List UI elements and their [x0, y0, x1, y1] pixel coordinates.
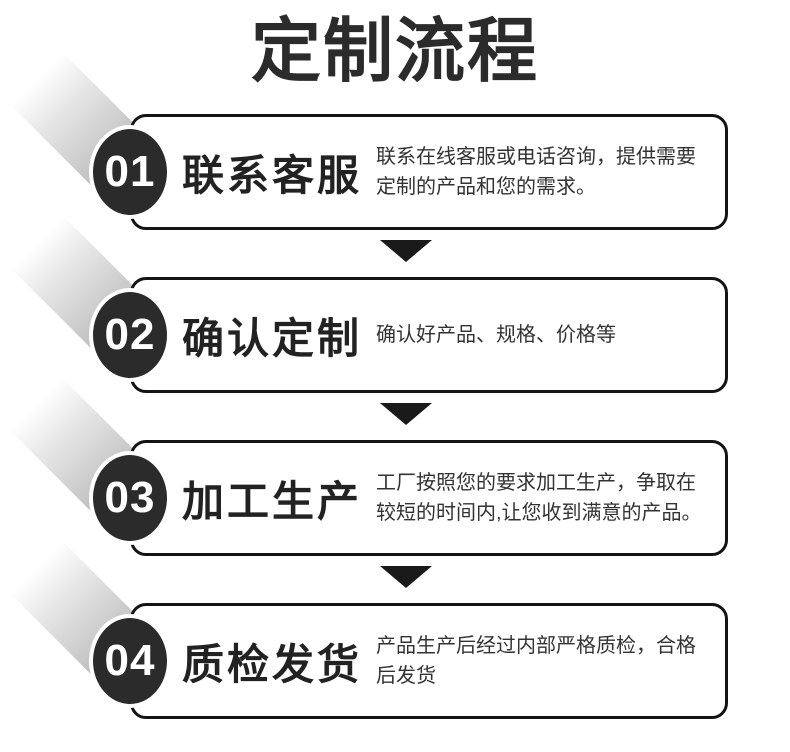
step-description: 工厂按照您的要求加工生产，争取在 较短的时间内,让您收到满意的产品。	[376, 468, 717, 528]
step-title: 确认定制	[182, 314, 363, 362]
arrow-down-icon	[380, 240, 432, 263]
step-number: 01	[104, 147, 156, 197]
step-description: 确认好产品、规格、价格等	[376, 320, 717, 350]
step-card: 04 质检发货 产品生产后经过内部严格质检，合格 后发货	[93, 603, 728, 720]
step-3: 03 加工生产 工厂按照您的要求加工生产，争取在 较短的时间内,让您收到满意的产…	[0, 365, 728, 557]
step-number: 02	[104, 310, 156, 360]
step-number-badge: 02	[93, 292, 167, 379]
step-title: 加工生产	[182, 477, 363, 525]
step-description: 产品生产后经过内部严格质检，合格 后发货	[376, 631, 717, 691]
step-number-badge: 04	[93, 618, 167, 705]
step-title: 质检发货	[182, 640, 363, 688]
process-flow: 01 联系客服 联系在线客服或电话咨询，提供需要 定制的产品和您的需求。 02 …	[0, 39, 728, 720]
arrow-down-icon	[380, 566, 432, 589]
step-description-line: 定制的产品和您的需求。	[376, 176, 596, 199]
step-description-line: 联系在线客服或电话咨询，提供需要	[376, 146, 696, 169]
step-description-line: 产品生产后经过内部严格质检，合格	[376, 635, 696, 658]
step-number-badge: 01	[93, 129, 167, 216]
step-2: 02 确认定制 确认好产品、规格、价格等	[0, 202, 728, 394]
step-description-line: 工厂按照您的要求加工生产，争取在	[376, 472, 696, 495]
step-description-line: 较短的时间内,让您收到满意的产品。	[376, 502, 702, 525]
step-card: 01 联系客服 联系在线客服或电话咨询，提供需要 定制的产品和您的需求。	[93, 114, 728, 231]
step-title: 联系客服	[182, 151, 363, 199]
arrow-down-icon	[380, 403, 432, 426]
step-4: 04 质检发货 产品生产后经过内部严格质检，合格 后发货	[0, 528, 728, 720]
step-number: 03	[104, 473, 156, 523]
step-description-line: 后发货	[376, 665, 436, 688]
step-description: 联系在线客服或电话咨询，提供需要 定制的产品和您的需求。	[376, 142, 717, 202]
step-1: 01 联系客服 联系在线客服或电话咨询，提供需要 定制的产品和您的需求。	[0, 39, 728, 231]
step-number-badge: 03	[93, 455, 167, 542]
step-card: 03 加工生产 工厂按照您的要求加工生产，争取在 较短的时间内,让您收到满意的产…	[93, 440, 728, 557]
step-description-line: 确认好产品、规格、价格等	[376, 324, 616, 347]
page-title: 定制流程	[251, 12, 539, 90]
step-card: 02 确认定制 确认好产品、规格、价格等	[93, 277, 728, 394]
step-number: 04	[104, 636, 156, 686]
